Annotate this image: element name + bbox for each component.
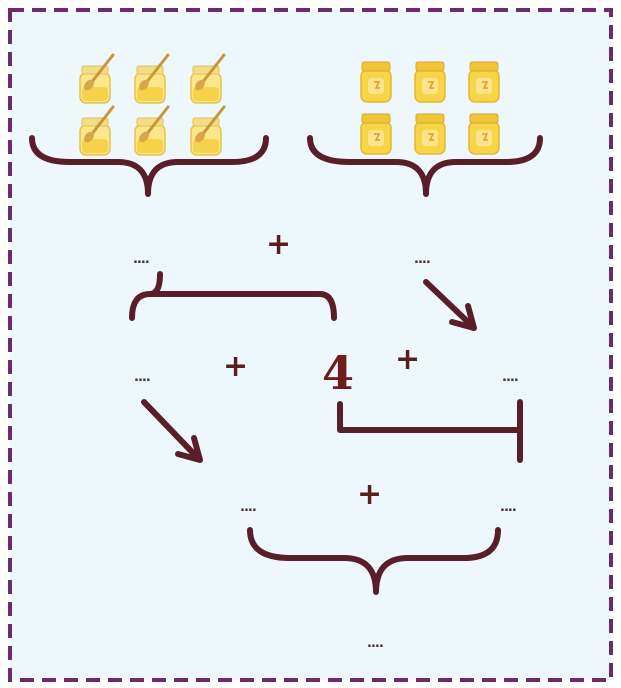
blank-top-right: .... <box>414 252 431 267</box>
honey-jar-icon <box>360 61 392 103</box>
honey-jar-icon <box>468 113 500 155</box>
blank-top-left: .... <box>133 252 150 267</box>
bracket-sum-top <box>129 271 337 321</box>
plus-sign-middle-left: + <box>223 349 249 384</box>
plus-sign-bottom: + <box>357 477 383 512</box>
given-number: 4 <box>322 346 355 400</box>
bracket-l-right <box>337 399 523 463</box>
blank-middle-right: .... <box>502 370 519 385</box>
blank-bottom-right: .... <box>500 500 517 515</box>
honey-jar-icon <box>414 61 446 103</box>
curly-brace-left <box>29 135 269 197</box>
curly-brace-bottom <box>247 527 501 595</box>
plus-sign-top: + <box>266 227 292 262</box>
dashed-frame <box>8 8 613 682</box>
blank-bottom-left: .... <box>240 500 257 515</box>
honey-jar-icon <box>360 113 392 155</box>
curly-brace-right <box>307 135 543 197</box>
honey-jar-icon <box>414 113 446 155</box>
arrow-down-right-1 <box>423 279 477 331</box>
blank-middle-left: .... <box>134 370 151 385</box>
honey-jar-icon <box>468 61 500 103</box>
plus-sign-middle-right: + <box>395 342 421 377</box>
blank-result: .... <box>367 636 384 651</box>
arrow-down-right-2 <box>141 399 203 463</box>
